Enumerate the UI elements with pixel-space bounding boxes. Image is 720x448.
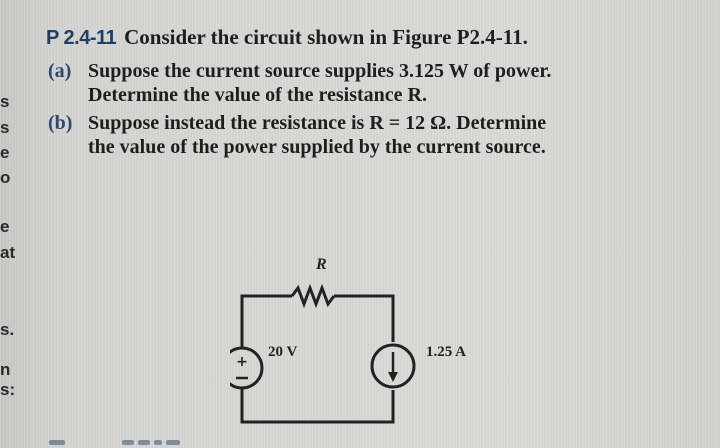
part-b-line-1: Suppose instead the resistance is R = 12… bbox=[88, 112, 547, 134]
part-b-label: (b) bbox=[48, 112, 73, 134]
resistor-icon bbox=[290, 283, 336, 309]
edge-letter: s. bbox=[0, 320, 15, 339]
wire-top-right bbox=[334, 294, 395, 342]
resistor-label: R bbox=[316, 256, 327, 273]
problem-number: P 2.4-11 bbox=[46, 27, 117, 49]
edge-letter: at bbox=[0, 243, 16, 262]
part-a: (a) Suppose the current source supplies … bbox=[46, 59, 686, 107]
edge-letter: e bbox=[0, 143, 10, 162]
edge-letter: s bbox=[0, 118, 10, 137]
part-a-label: (a) bbox=[48, 60, 72, 82]
problem-block: P 2.4-11 Consider the circuit shown in Fi… bbox=[46, 24, 686, 159]
svg-text:+: + bbox=[236, 354, 248, 370]
cropped-next-heading bbox=[44, 440, 204, 448]
wire-top-left bbox=[240, 294, 292, 348]
problem-intro: Consider the circuit shown in Figure P2.… bbox=[124, 25, 528, 49]
edge-letter: s: bbox=[0, 380, 16, 399]
edge-letter: o bbox=[0, 168, 11, 187]
part-a-line-2: Determine the value of the resistance R. bbox=[88, 84, 427, 106]
circuit-diagram: + bbox=[230, 283, 416, 424]
part-b: (b) Suppose instead the resistance is R … bbox=[46, 111, 686, 159]
edge-letter: n bbox=[0, 360, 11, 379]
current-source-label: 1.25 A bbox=[426, 344, 467, 360]
problem-title: P 2.4-11 Consider the circuit shown in Fi… bbox=[46, 24, 686, 51]
edge-letter: e bbox=[0, 217, 10, 236]
part-a-line-1: Suppose the current source supplies 3.12… bbox=[88, 60, 552, 82]
voltage-source-label: 20 V bbox=[268, 344, 298, 360]
wire-bottom bbox=[240, 389, 395, 424]
edge-letter: s bbox=[0, 92, 10, 111]
part-b-line-2: the value of the power supplied by the c… bbox=[88, 136, 546, 158]
voltage-source-icon: + bbox=[230, 346, 264, 390]
current-source-icon bbox=[370, 343, 416, 389]
cropped-left-margin-text: s s e o e at s. n s: bbox=[0, 0, 20, 448]
circuit-figure: + R 20 V 1.25 A bbox=[230, 256, 500, 432]
